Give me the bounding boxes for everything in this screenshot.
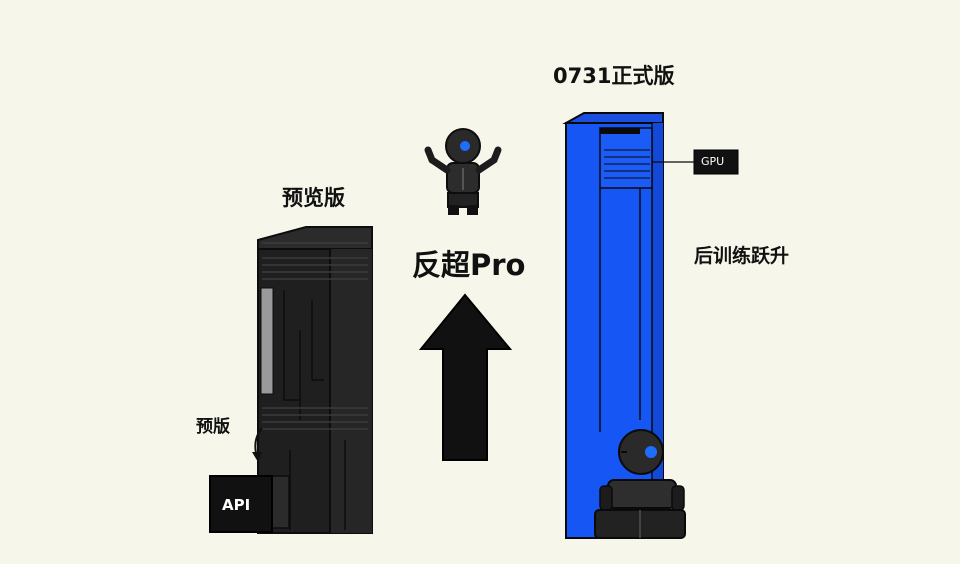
center-caption: 反超Pro bbox=[412, 248, 526, 282]
preview-tower-label: 预览版 bbox=[282, 186, 345, 210]
robot-peeking-icon bbox=[594, 429, 686, 539]
api-box bbox=[209, 475, 290, 533]
release-server-tower bbox=[562, 112, 694, 539]
curved-arrow-icon bbox=[252, 427, 263, 462]
release-tower-label: 0731正式版 bbox=[553, 64, 675, 88]
robot-waving-icon bbox=[424, 128, 502, 215]
up-arrow-icon bbox=[418, 293, 513, 461]
api-label: API bbox=[222, 496, 251, 514]
gpu-tag bbox=[693, 149, 739, 175]
pre-release-label: 预版 bbox=[196, 417, 230, 437]
gpu-tag-label: GPU bbox=[701, 155, 725, 168]
post-training-label: 后训练跃升 bbox=[694, 245, 790, 267]
